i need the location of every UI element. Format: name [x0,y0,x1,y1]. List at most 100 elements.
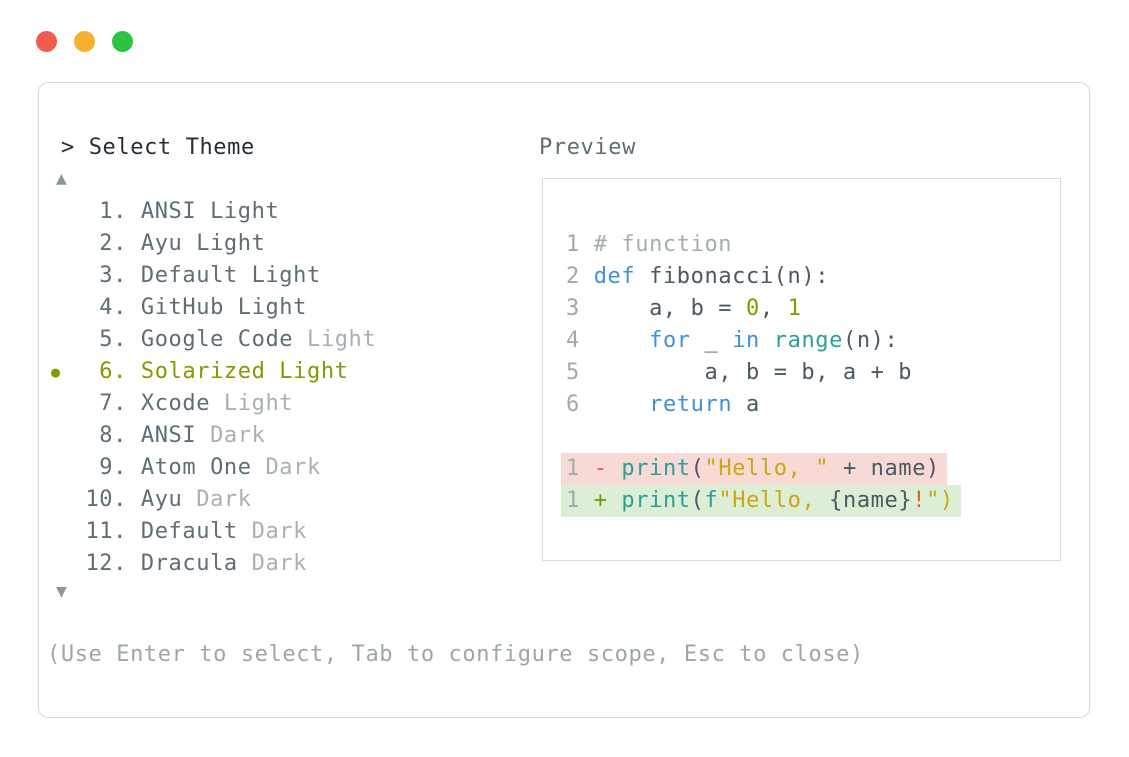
theme-list-item-5[interactable]: 5. Google Code Light [51,324,376,356]
code-segment: + [593,488,608,513]
code-line: 3 a, b = 0, 1 [566,293,961,325]
code-segment: a [732,392,760,417]
theme-item-name: Google Code [127,327,307,352]
theme-item-name: Ayu [127,231,197,256]
code-segment: (n): [842,328,899,353]
theme-list-item-12[interactable]: 12. Dracula Dark [51,548,376,580]
line-number: 2 [566,264,594,289]
theme-item-number: 12. [85,551,127,576]
theme-item-name: GitHub [127,295,238,320]
scroll-down-icon[interactable]: ▼ [56,581,67,602]
theme-item-name: Ayu [127,487,197,512]
theme-item-variant: Light [307,327,377,352]
close-button[interactable] [36,31,57,52]
theme-item-variant: Light [210,199,280,224]
code-segment: in [732,328,760,353]
code-segment: for [649,328,691,353]
theme-item-variant: Dark [251,551,307,576]
code-segment [608,488,622,513]
code-segment: def [593,264,636,289]
selected-bullet-icon: ● [51,363,61,381]
code-segment: , [759,296,788,321]
code-segment: + name) [829,456,940,481]
bullet-placeholder [51,548,81,580]
code-segment: ! [912,488,927,513]
theme-list-item-10[interactable]: 10. Ayu Dark [51,484,376,516]
code-segment: print [621,456,691,481]
line-number: 6 [566,392,594,417]
theme-item-name: Dracula [127,551,252,576]
theme-item-number: 5. [99,327,127,352]
theme-item-variant: Light [223,391,294,416]
bullet-placeholder [51,292,81,324]
code-segment: range [773,328,843,353]
bullet-placeholder [51,420,81,452]
code-segment: f [704,488,719,513]
line-number: 1 [566,488,594,513]
theme-item-number: 1. [99,199,127,224]
theme-item-number: 2. [99,231,127,256]
code-segment: - [593,456,608,481]
theme-list-item-11[interactable]: 11. Default Dark [51,516,376,548]
theme-item-variant: Dark [265,455,321,480]
line-number: 1 [566,456,594,481]
theme-item-number: 8. [99,423,127,448]
minimize-button[interactable] [74,31,95,52]
code-line: 6 return a [566,389,961,421]
diff-highlight-removed: 1 - print("Hello, " + name) [561,453,947,485]
theme-list-item-3[interactable]: 3. Default Light [51,260,376,292]
bullet-placeholder [51,452,81,484]
code-segment: ") [926,488,954,513]
theme-item-name: Xcode [127,391,224,416]
theme-item-number: 11. [85,519,127,544]
theme-list-item-7[interactable]: 7. Xcode Light [51,388,376,420]
code-line: 2 def fibonacci(n): [566,261,961,293]
code-line: 1 # function [566,229,961,261]
theme-item-name: Default [127,519,252,544]
blank-line [566,421,961,453]
bullet-placeholder [51,196,81,228]
theme-item-number: 9. [99,455,127,480]
code-segment: ( [690,456,705,481]
code-segment: ( [690,488,705,513]
bullet-placeholder [51,484,81,516]
window-controls [36,31,133,52]
maximize-button[interactable] [112,31,133,52]
bullet-placeholder [51,516,81,548]
theme-item-variant: Light [251,263,321,288]
theme-item-number: 3. [99,263,127,288]
preview-label: Preview [539,135,636,160]
theme-item-number: 7. [99,391,127,416]
code-segment: "Hello, " [704,456,830,481]
theme-item-number: 4. [99,295,127,320]
code-segment: a, b = b, a + b [593,360,913,385]
theme-list-item-8[interactable]: 8. ANSI Dark [51,420,376,452]
code-segment: 0 [746,296,760,321]
theme-item-name: ANSI [127,423,211,448]
theme-item-variant: Light [279,359,349,384]
code-segment: a, b = [593,296,746,321]
code-segment [760,328,774,353]
bullet-placeholder [51,228,81,260]
diff-line-added: 1 + print(f"Hello, {name}!") [561,485,961,517]
theme-list-item-6[interactable]: ●6. Solarized Light [51,356,376,388]
theme-item-name: Solarized [127,359,280,384]
theme-list-item-9[interactable]: 9. Atom One Dark [51,452,376,484]
code-segment [608,456,622,481]
line-number: 4 [566,328,594,353]
theme-item-variant: Light [196,231,266,256]
theme-item-variant: Light [237,295,307,320]
theme-item-variant: Dark [251,519,307,544]
bullet-placeholder [51,260,81,292]
code-line: 4 for _ in range(n): [566,325,961,357]
theme-list-item-1[interactable]: 1. ANSI Light [51,196,376,228]
bullet-placeholder [51,388,81,420]
line-number: 1 [566,232,594,257]
code-line: 5 a, b = b, a + b [566,357,961,389]
code-segment: fibonacci(n): [635,264,830,289]
theme-list-item-4[interactable]: 4. GitHub Light [51,292,376,324]
scroll-up-icon[interactable]: ▲ [56,168,67,189]
theme-list-item-2[interactable]: 2. Ayu Light [51,228,376,260]
